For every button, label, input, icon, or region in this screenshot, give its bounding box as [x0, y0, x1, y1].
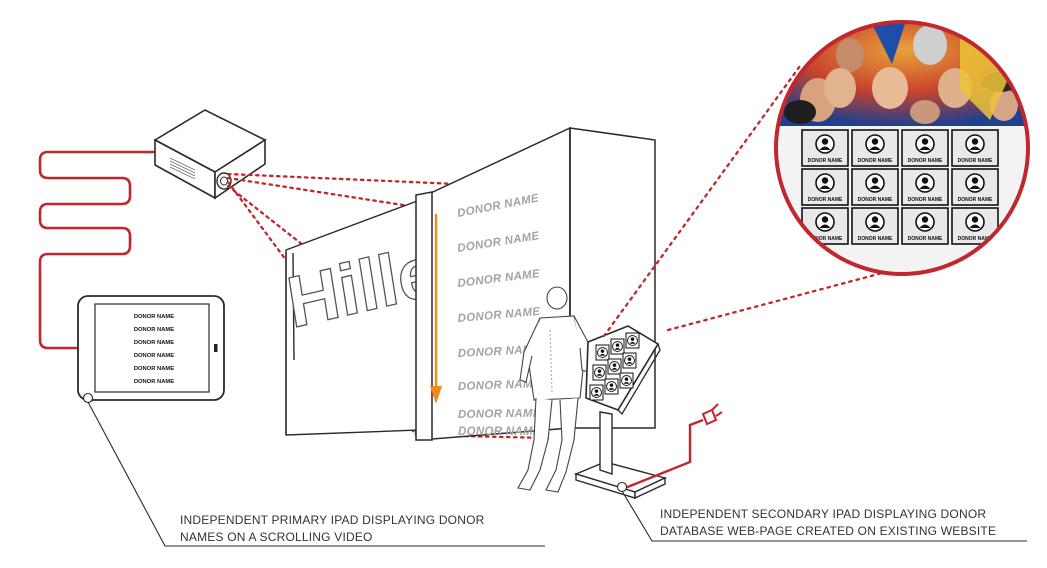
kiosk-tile: [604, 378, 619, 395]
person-avatar-icon: [624, 355, 635, 366]
donor-tile-label: DONOR NAME: [908, 197, 943, 203]
donor-tile: DONOR NAME: [901, 207, 949, 245]
ipad-donor-name: DONOR NAME: [134, 379, 174, 385]
donor-tile-label: DONOR NAME: [958, 158, 993, 164]
primary-ipad-names: DONOR NAME DONOR NAME DONOR NAME DONOR N…: [134, 314, 174, 385]
kiosk-tile: [610, 338, 625, 355]
person-avatar-icon: [594, 367, 605, 378]
person-avatar-icon: [815, 134, 835, 154]
donor-tile-label: DONOR NAME: [908, 158, 943, 164]
ipad-donor-name: DONOR NAME: [134, 366, 174, 372]
person-avatar-icon: [815, 212, 835, 232]
donor-tile-label: DONOR NAME: [958, 197, 993, 203]
donor-tile-grid: DONOR NAME DONOR NAME DONOR NAME DONOR NAME…: [801, 129, 999, 245]
donor-tile: DONOR NAME: [801, 168, 849, 206]
wall-donor-name: DONOR NAME: [458, 426, 541, 438]
kiosk-power-cord: [624, 403, 723, 490]
person-avatar-icon: [815, 173, 835, 193]
projector: [153, 109, 267, 200]
person-avatar-icon: [915, 173, 935, 193]
ipad-donor-name: DONOR NAME: [134, 340, 174, 346]
primary-ipad: [77, 295, 225, 401]
donor-tile: DONOR NAME: [951, 168, 999, 206]
donor-tile-label: DONOR NAME: [858, 236, 893, 242]
person-avatar-icon: [606, 381, 617, 392]
wall-donor-name: DONOR NAME: [458, 408, 541, 421]
primary-ipad-caption-line1: INDEPENDENT PRIMARY IPAD DISPLAYING DONO…: [180, 513, 485, 527]
primary-ipad-caption-line2: NAMES ON A SCROLLING VIDEO: [180, 530, 373, 544]
donor-tile: DONOR NAME: [851, 207, 899, 245]
kiosk-tile: [607, 358, 622, 375]
person-avatar-icon: [965, 173, 985, 193]
kiosk-tile: [589, 384, 604, 401]
person-avatar-icon: [597, 347, 608, 358]
person-avatar-icon: [865, 173, 885, 193]
detail-circle: DONOR NAME DONOR NAME DONOR NAME DONOR NAME…: [774, 20, 1030, 276]
donor-tile-label: DONOR NAME: [808, 197, 843, 203]
donor-tile: DONOR NAME: [951, 129, 999, 167]
ipad-donor-name: DONOR NAME: [134, 327, 174, 333]
person-avatar-icon: [609, 361, 620, 372]
donor-tile-label: DONOR NAME: [908, 236, 943, 242]
person-avatar-icon: [627, 335, 638, 346]
leader-lines: [82, 392, 1027, 547]
person-avatar-icon: [865, 134, 885, 154]
person-figure: [517, 286, 591, 493]
kiosk-tile: [622, 352, 637, 369]
projector-power-cable: [38, 150, 158, 350]
donor-tile-label: DONOR NAME: [808, 158, 843, 164]
donor-tile-label: DONOR NAME: [808, 236, 843, 242]
plug-icon: [701, 403, 723, 426]
donor-tile-label: DONOR NAME: [858, 158, 893, 164]
person-avatar-icon: [915, 134, 935, 154]
home-button-icon: [214, 344, 218, 352]
donor-tile: DONOR NAME: [901, 129, 949, 167]
scroll-arrow-icon: [430, 214, 442, 404]
donor-tile: DONOR NAME: [801, 129, 849, 167]
person-avatar-icon: [591, 387, 602, 398]
donor-tile: DONOR NAME: [901, 168, 949, 206]
person-avatar-icon: [965, 212, 985, 232]
person-avatar-icon: [621, 375, 632, 386]
donor-tile-label: DONOR NAME: [958, 236, 993, 242]
person-avatar-icon: [965, 134, 985, 154]
donor-tile: DONOR NAME: [851, 129, 899, 167]
wall-donor-name: DONOR NAME: [458, 344, 541, 360]
kiosk-tile: [625, 332, 640, 349]
detail-callout-lines: [602, 64, 888, 338]
donor-tile: DONOR NAME: [801, 207, 849, 245]
secondary-ipad-caption-line1: INDEPENDENT SECONDARY IPAD DISPLAYING DO…: [660, 507, 986, 521]
donor-tile-label: DONOR NAME: [858, 197, 893, 203]
kiosk-avatar-grid: [589, 332, 640, 401]
person-avatar-icon: [865, 212, 885, 232]
ipad-donor-name: DONOR NAME: [134, 314, 174, 320]
ipad-donor-name: DONOR NAME: [134, 353, 174, 359]
wall-donor-name: DONOR NAME: [458, 378, 541, 393]
kiosk-tile: [592, 364, 607, 381]
person-avatar-icon: [612, 341, 623, 352]
kiosk-tile: [619, 372, 634, 389]
secondary-ipad-caption-line2: DATABASE WEB-PAGE CREATED ON EXISTING WE…: [660, 524, 996, 538]
person-avatar-icon: [915, 212, 935, 232]
kiosk-tile: [595, 344, 610, 361]
donor-tile: DONOR NAME: [851, 168, 899, 206]
